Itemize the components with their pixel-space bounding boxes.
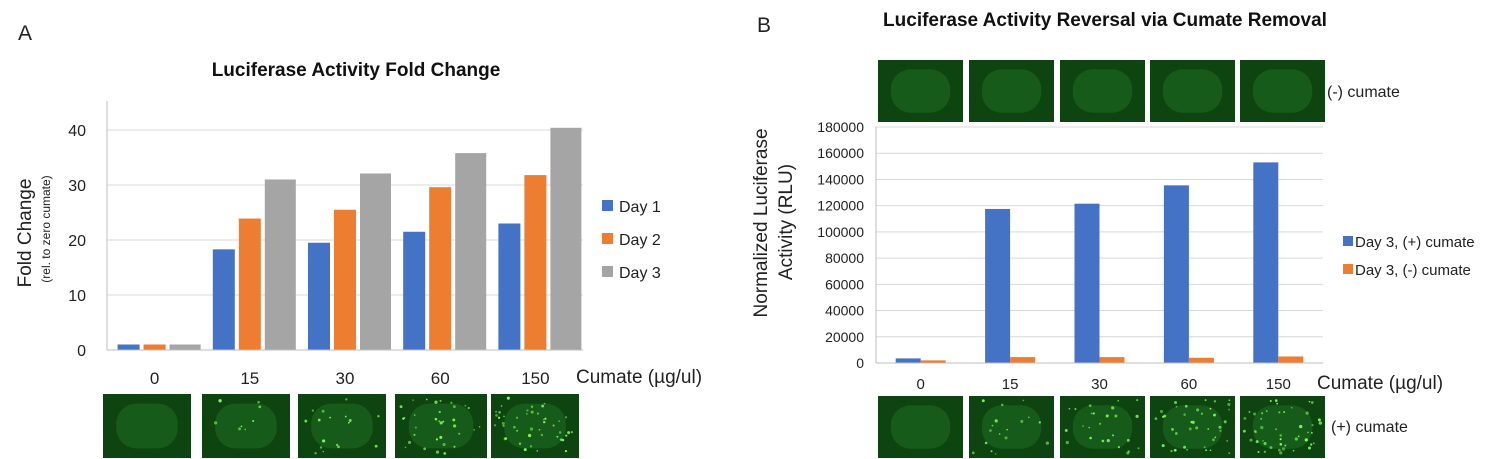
- chart-b-y-label-line1: Normalized Luciferase: [751, 128, 772, 317]
- bar-day-3-cumate-0: [895, 358, 921, 363]
- chart-a-legend: Day 1 Day 2 Day 3: [602, 199, 661, 282]
- micrograph-image: [202, 394, 290, 458]
- x-tick-label: 60: [431, 369, 450, 388]
- chart-a-micrographs: [103, 394, 579, 458]
- micrograph-image: [1240, 396, 1325, 458]
- y-tick-label: 40: [68, 123, 86, 140]
- legend-swatch: [602, 233, 613, 244]
- y-tick-label: 120000: [817, 198, 864, 214]
- minus-cumate-label: (-) cumate: [1327, 84, 1400, 101]
- chart-b-title: Luciferase Activity Reversal via Cumate …: [883, 10, 1327, 31]
- bar-day-3-cumate-150: [1253, 162, 1279, 363]
- legend-label: Day 2: [619, 232, 661, 249]
- x-tick-label: 15: [240, 369, 259, 388]
- bar-day-3-0: [169, 344, 201, 350]
- chart-b-x-label: Cumate (µg/ul): [1317, 373, 1443, 394]
- y-tick-label: 20000: [825, 329, 864, 345]
- chart-a-x-ticks: 0 15 30 60 150: [150, 369, 550, 388]
- bar-day-1-30: [308, 242, 330, 350]
- micrograph-image: [1150, 396, 1235, 458]
- chart-b-y-ticks: 0 20000 40000 60000 80000 100000 120000 140000 1…: [817, 119, 864, 371]
- micrograph-image: [878, 60, 963, 122]
- chart-a-y-ticks: 0 10 20 30 40: [68, 123, 86, 360]
- panel-b-letter: B: [757, 14, 771, 37]
- bar-day-3-cumate-60: [1188, 357, 1214, 363]
- chart-b-x-ticks: 0 15 30 60 150: [917, 376, 1291, 393]
- legend-swatch: [602, 200, 613, 211]
- micrograph-image: [1060, 396, 1145, 458]
- chart-a-bars: [117, 127, 582, 350]
- bar-day-1-0: [117, 344, 140, 350]
- micrograph-image: [969, 60, 1054, 122]
- chart-a-title: Luciferase Activity Fold Change: [212, 60, 501, 81]
- y-tick-label: 20: [68, 233, 86, 250]
- micrograph-image: [878, 396, 963, 458]
- bar-day-3-cumate-60: [1163, 185, 1189, 363]
- bar-day-3-15: [264, 179, 296, 350]
- y-tick-label: 140000: [817, 171, 864, 187]
- y-tick-label: 10: [68, 288, 86, 305]
- bar-day-3-cumate-30: [1099, 357, 1125, 363]
- bar-day-2-30: [334, 209, 356, 350]
- bar-day-2-15: [238, 218, 261, 350]
- x-tick-label: 0: [150, 369, 159, 388]
- micrograph-image: [1060, 60, 1145, 122]
- bar-day-3-cumate-0: [920, 360, 946, 363]
- micrograph-image: [103, 394, 191, 458]
- legend-label: Day 3, (-) cumate: [1355, 262, 1471, 279]
- panel-a-letter: A: [18, 22, 32, 45]
- micrograph-image: [1240, 60, 1325, 122]
- bar-day-2-150: [524, 175, 547, 350]
- legend-swatch: [602, 266, 613, 277]
- chart-b-micrographs-minus: [878, 60, 1325, 122]
- bar-day-1-15: [212, 249, 235, 350]
- legend-swatch: [1343, 236, 1353, 246]
- chart-a-x-label: Cumate (µg/ul): [576, 367, 702, 388]
- y-tick-label: 80000: [825, 250, 864, 266]
- chart-b-micrographs-plus: [878, 396, 1325, 458]
- bar-day-2-60: [429, 187, 452, 350]
- x-tick-label: 60: [1181, 376, 1198, 393]
- chart-b-y-label-line2: Activity (RLU): [776, 164, 797, 280]
- bar-day-1-60: [403, 231, 426, 350]
- micrograph-image: [1150, 60, 1235, 122]
- bar-day-2-0: [143, 344, 166, 350]
- micrograph-image: [969, 396, 1054, 458]
- bar-day-3-cumate-15: [985, 208, 1011, 363]
- bar-day-3-150: [550, 127, 582, 350]
- legend-swatch: [1343, 264, 1353, 274]
- x-tick-label: 0: [917, 376, 925, 393]
- y-tick-label: 0: [856, 355, 864, 371]
- bar-day-3-cumate-150: [1278, 356, 1304, 363]
- x-tick-label: 30: [336, 369, 355, 388]
- micrograph-image: [491, 394, 579, 458]
- x-tick-label: 150: [1266, 376, 1291, 393]
- y-tick-label: 60000: [825, 276, 864, 292]
- x-tick-label: 30: [1091, 376, 1108, 393]
- chart-a-y-label: Fold Change: [15, 179, 36, 288]
- bar-day-1-150: [498, 223, 521, 350]
- y-tick-label: 0: [77, 343, 86, 360]
- bar-day-3-cumate-15: [1010, 357, 1036, 363]
- legend-label: Day 1: [619, 199, 661, 216]
- x-tick-label: 150: [521, 369, 549, 388]
- legend-label: Day 3: [619, 265, 661, 282]
- bar-day-3-cumate-30: [1074, 203, 1100, 363]
- plus-cumate-label: (+) cumate: [1331, 419, 1408, 436]
- chart-b-bars: [895, 162, 1304, 363]
- y-tick-label: 30: [68, 178, 86, 195]
- micrograph-image: [298, 394, 386, 458]
- bar-day-3-30: [360, 173, 391, 350]
- chart-a-y-sublabel: (rel. to zero cumate): [39, 175, 53, 282]
- micrograph-image: [395, 394, 487, 458]
- x-tick-label: 15: [1002, 376, 1019, 393]
- y-tick-label: 160000: [817, 145, 864, 161]
- bar-day-3-60: [455, 153, 487, 350]
- y-tick-label: 100000: [817, 224, 864, 240]
- y-tick-label: 180000: [817, 119, 864, 135]
- y-tick-label: 40000: [825, 303, 864, 319]
- legend-label: Day 3, (+) cumate: [1355, 234, 1475, 251]
